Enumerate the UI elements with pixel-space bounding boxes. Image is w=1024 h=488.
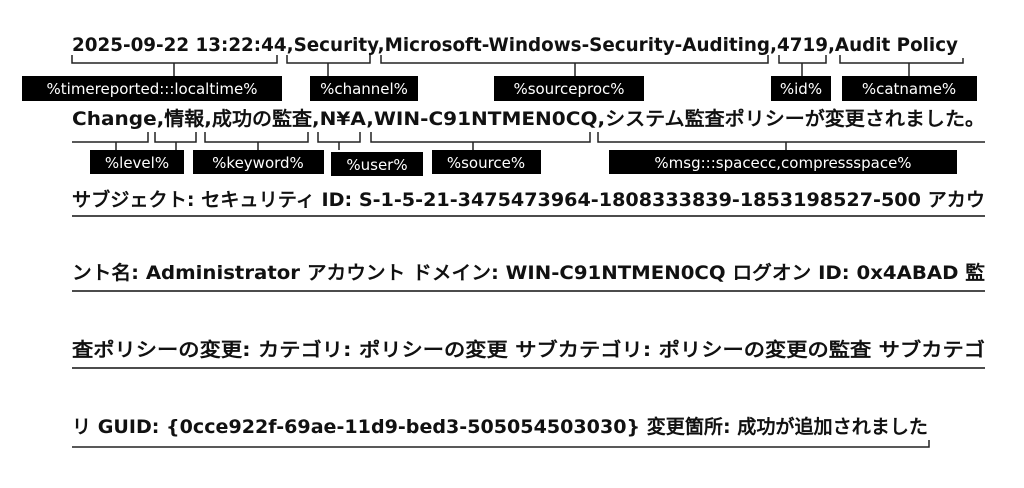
label-user-text: %user%	[346, 156, 407, 174]
log-line-6: リ GUID: {0cce922f-69ae-11d9-bed3-5050545…	[72, 415, 928, 438]
log-line-5: 査ポリシーの変更: カテゴリ: ポリシーの変更 サブカテゴリ: ポリシーの変更の…	[71, 338, 985, 361]
label-keyword-text: %keyword%	[212, 154, 304, 172]
log-line-2: Change,情報,成功の監査,N¥A,WIN-C91NTMEN0CQ,システム…	[72, 107, 985, 130]
label-keyword: %keyword%	[193, 150, 324, 174]
log-line-3: サブジェクト: セキュリティ ID: S-1-5-21-3475473964-1…	[72, 188, 985, 211]
label-msg: %msg:::spacecc,compressspace%	[609, 150, 957, 174]
label-catname: %catname%	[842, 76, 977, 101]
brackets-row-2	[72, 132, 985, 150]
label-id: %id%	[771, 76, 831, 101]
label-source-text: %source%	[447, 154, 525, 172]
brackets-row-1	[71, 55, 964, 76]
label-timereported: %timereported:::localtime%	[22, 76, 282, 101]
label-sourceproc: %sourceproc%	[494, 76, 644, 101]
label-timereported-text: %timereported:::localtime%	[47, 80, 258, 98]
label-sourceproc-text: %sourceproc%	[513, 80, 624, 98]
label-user: %user%	[331, 152, 423, 176]
label-level: %level%	[90, 150, 184, 174]
log-line-1: 2025-09-22 13:22:44,Security,Microsoft-W…	[72, 34, 959, 56]
label-id-text: %id%	[780, 80, 822, 98]
label-source: %source%	[432, 150, 541, 174]
log-line-4: ント名: Administrator アカウント ドメイン: WIN-C91NT…	[72, 261, 985, 284]
label-catname-text: %catname%	[862, 80, 956, 98]
label-level-text: %level%	[105, 154, 169, 172]
label-msg-text: %msg:::spacecc,compressspace%	[654, 154, 911, 172]
message-underlines	[72, 215, 985, 448]
label-channel: %channel%	[310, 76, 418, 101]
label-channel-text: %channel%	[320, 80, 408, 98]
